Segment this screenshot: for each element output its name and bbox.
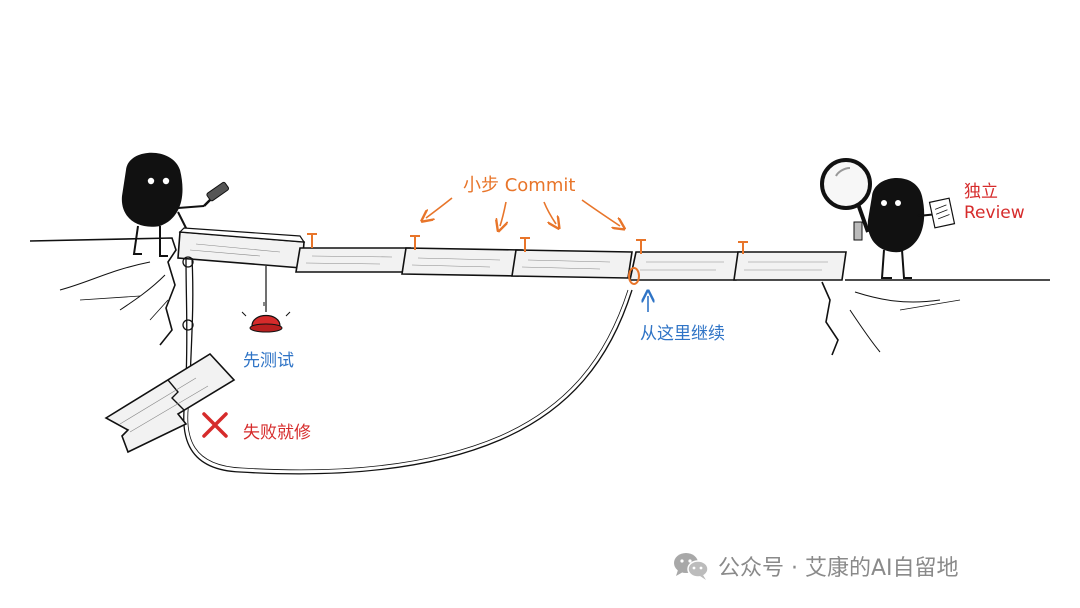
- wechat-icon: [674, 553, 709, 580]
- right-cliff: [821, 279, 1050, 356]
- independent-label: 独立: [964, 182, 998, 202]
- magnifier-icon: [820, 158, 872, 241]
- watermark-text: 公众号 · 艾康的AI自留地: [718, 556, 959, 581]
- small-step-commit-label: 小步 Commit: [463, 175, 576, 196]
- document-icon: [928, 197, 956, 229]
- plank-3: [401, 247, 523, 277]
- continue-here-label: 从这里继续: [640, 324, 725, 344]
- plank-1: [177, 227, 306, 269]
- nail-icons: [307, 233, 748, 254]
- fail-fix-label: 失败就修: [243, 423, 311, 443]
- plank-4: [511, 249, 633, 279]
- rope: [182, 256, 633, 475]
- broken-plank: [104, 352, 236, 454]
- left-cliff: [29, 237, 177, 346]
- review-label: Review: [964, 203, 1025, 223]
- builder-character: [121, 152, 230, 257]
- watermark: 公众号 · 艾康的AI自留地: [672, 550, 959, 582]
- plank-2: [295, 247, 412, 273]
- fail-x-icon: [202, 412, 228, 438]
- plank-5: [629, 251, 743, 281]
- plank-6: [733, 251, 847, 281]
- rope-loop: [628, 267, 640, 285]
- test-weight: [241, 266, 291, 333]
- commit-arrows: [426, 197, 620, 226]
- reviewer-character: [820, 158, 956, 279]
- test-first-label: 先测试: [243, 351, 294, 371]
